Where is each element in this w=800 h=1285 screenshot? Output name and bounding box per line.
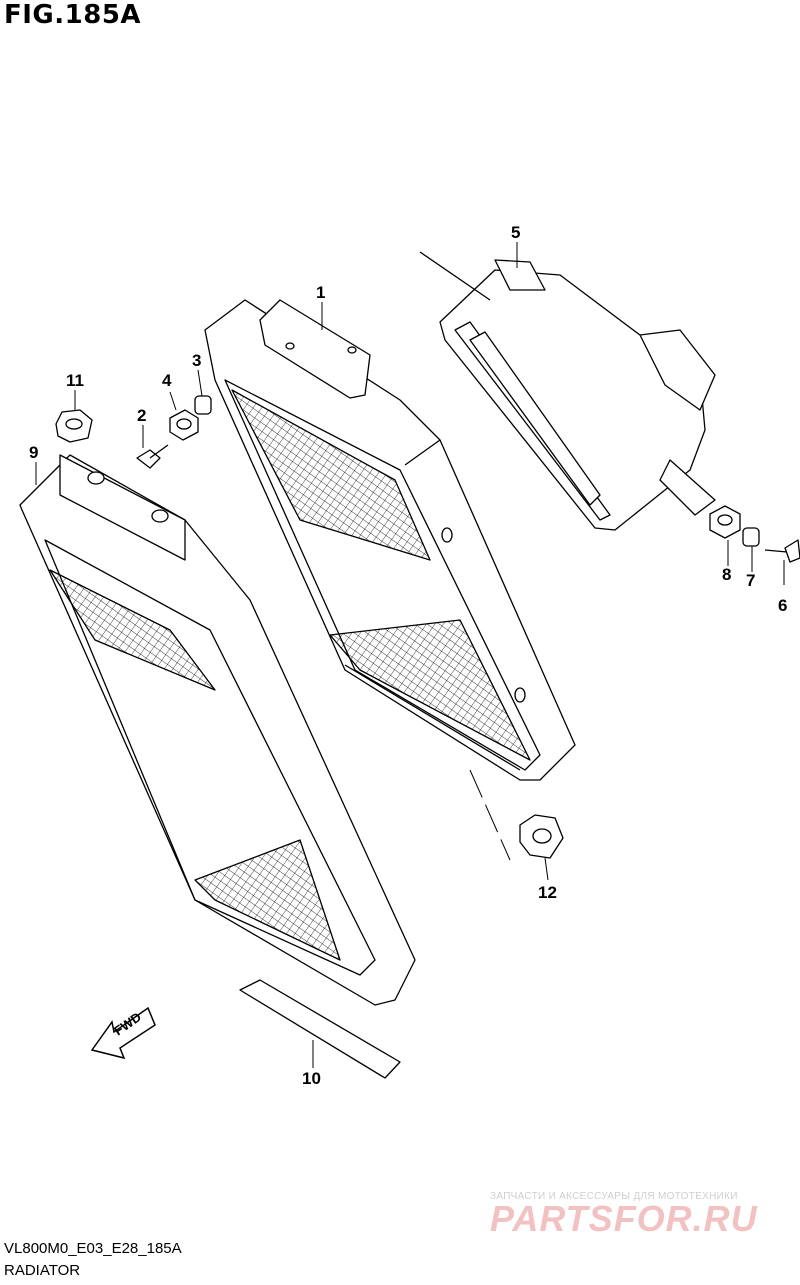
callout-labels: 1 2 3 4 5 6 7 8 9 10 11 12	[29, 223, 787, 1088]
figure-title: FIG.185A	[4, 0, 142, 30]
cushion-8[interactable]	[709, 505, 741, 539]
bolt-2[interactable]	[136, 444, 169, 469]
callout-9: 9	[29, 443, 38, 462]
cushion-12[interactable]	[519, 814, 564, 859]
leader-lines	[35, 242, 785, 1068]
radiator-core[interactable]	[204, 299, 576, 781]
collar-7[interactable]	[742, 527, 760, 547]
fwd-arrow-icon: FWD	[90, 1006, 156, 1060]
grommet-11[interactable]	[55, 409, 93, 443]
callout-12: 12	[538, 883, 557, 902]
bolt-6[interactable]	[764, 539, 800, 563]
radiator-cover[interactable]	[19, 454, 416, 1006]
section-name: RADIATOR	[4, 1262, 81, 1279]
callout-10: 10	[302, 1069, 321, 1088]
watermark-tagline: ЗАПЧАСТИ И АКСЕССУАРЫ ДЛЯ МОТОТЕХНИКИ	[490, 1191, 738, 1202]
foam-strip[interactable]	[239, 979, 401, 1079]
callout-8: 8	[722, 565, 731, 584]
callout-5: 5	[511, 223, 520, 242]
callout-7: 7	[746, 571, 755, 590]
watermark-brand: PARTSFOR.RU	[490, 1198, 758, 1239]
callout-3: 3	[192, 351, 201, 370]
callout-11: 11	[66, 371, 84, 390]
collar-3[interactable]	[194, 395, 212, 415]
cushion-4[interactable]	[169, 409, 199, 441]
callout-6: 6	[778, 596, 787, 615]
fan-shroud[interactable]	[419, 251, 716, 531]
diagram-code: VL800M0_E03_E28_185A	[4, 1240, 182, 1257]
callout-1: 1	[316, 283, 325, 302]
callout-4: 4	[162, 371, 172, 390]
callout-2: 2	[137, 406, 146, 425]
